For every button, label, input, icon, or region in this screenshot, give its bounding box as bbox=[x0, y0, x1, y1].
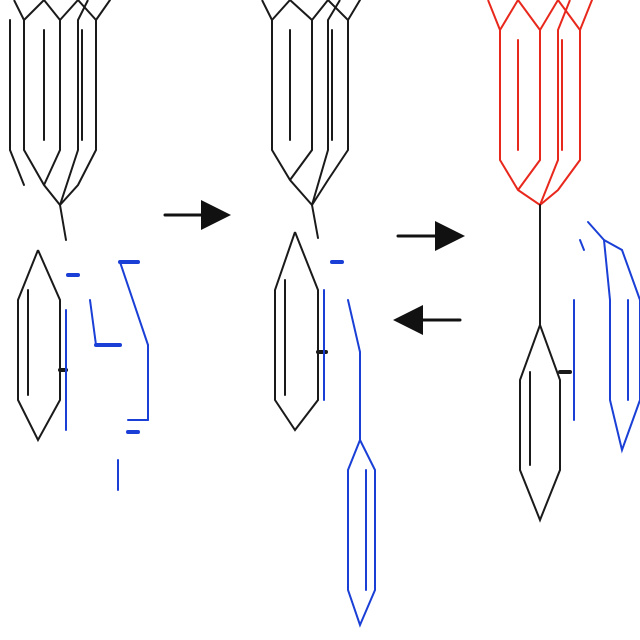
nitrogen-fragment-2 bbox=[323, 260, 376, 628]
phenyl-ring-3 bbox=[519, 324, 572, 523]
intermediate-structure bbox=[261, 0, 376, 628]
product-structure bbox=[487, 0, 640, 523]
phenyl-ring-2 bbox=[274, 231, 328, 432]
anthracene-core-3 bbox=[487, 0, 593, 207]
anthracene-core-2 bbox=[261, 0, 361, 239]
nitrogen-fragment-1 bbox=[65, 260, 149, 491]
anthracene-core-1 bbox=[9, 0, 111, 241]
phenyl-ring-1 bbox=[17, 249, 68, 443]
reactant-structure bbox=[9, 0, 149, 491]
nitrogen-fragment-3 bbox=[573, 221, 640, 454]
